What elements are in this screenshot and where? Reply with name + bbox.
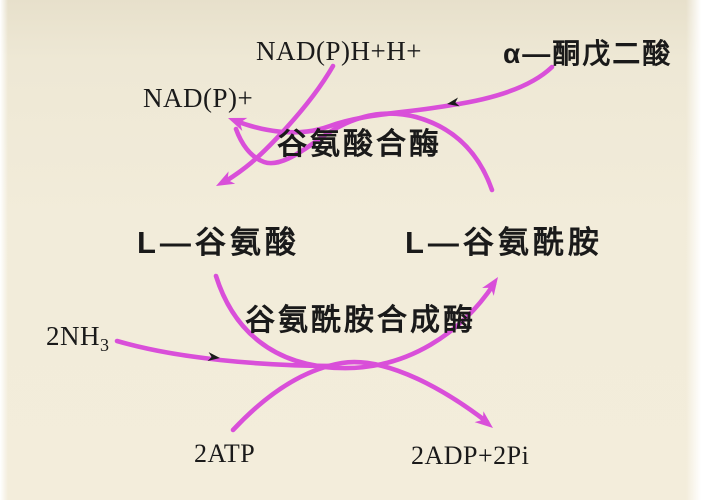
arrow-nadph-curve [223, 63, 336, 184]
label-l-glutamate: L—谷氨酸 [137, 225, 300, 260]
label-adp-pi: 2ADP+2Pi [411, 441, 530, 470]
ammonia-base: 2NH [46, 321, 100, 351]
arrow-alpha-ketoglutarate-input [233, 64, 555, 135]
label-l-glutamine: L—谷氨酰胺 [405, 225, 603, 260]
arrowhead-to-adp [474, 411, 493, 428]
label-nadp: NAD(P)+ [143, 83, 254, 113]
arrow-ammonia-input [114, 338, 339, 369]
label-nadph: NAD(P)H+H+ [256, 36, 422, 66]
label-glutamine-synthetase: 谷氨酰胺合成酶 [245, 304, 476, 337]
arrowhead-to-nadp [228, 117, 248, 131]
flow-direction-marker-top [447, 97, 460, 107]
label-ammonia: 2NH3 [46, 322, 110, 355]
label-glutamate-synthase: 谷氨酸合酶 [277, 128, 442, 161]
flow-direction-marker-bottom [207, 352, 220, 362]
arrowhead-to-l-glutamate [216, 171, 236, 186]
label-atp: 2ATP [194, 439, 256, 468]
ammonia-subscript: 3 [100, 335, 110, 355]
label-alpha-ketoglutarate: α—酮戊二酸 [503, 38, 673, 69]
arrowhead-to-l-glutamine [482, 277, 498, 296]
arrow-bottom-cycle-arc [213, 273, 497, 371]
arrow-atp-to-adp [230, 359, 490, 433]
